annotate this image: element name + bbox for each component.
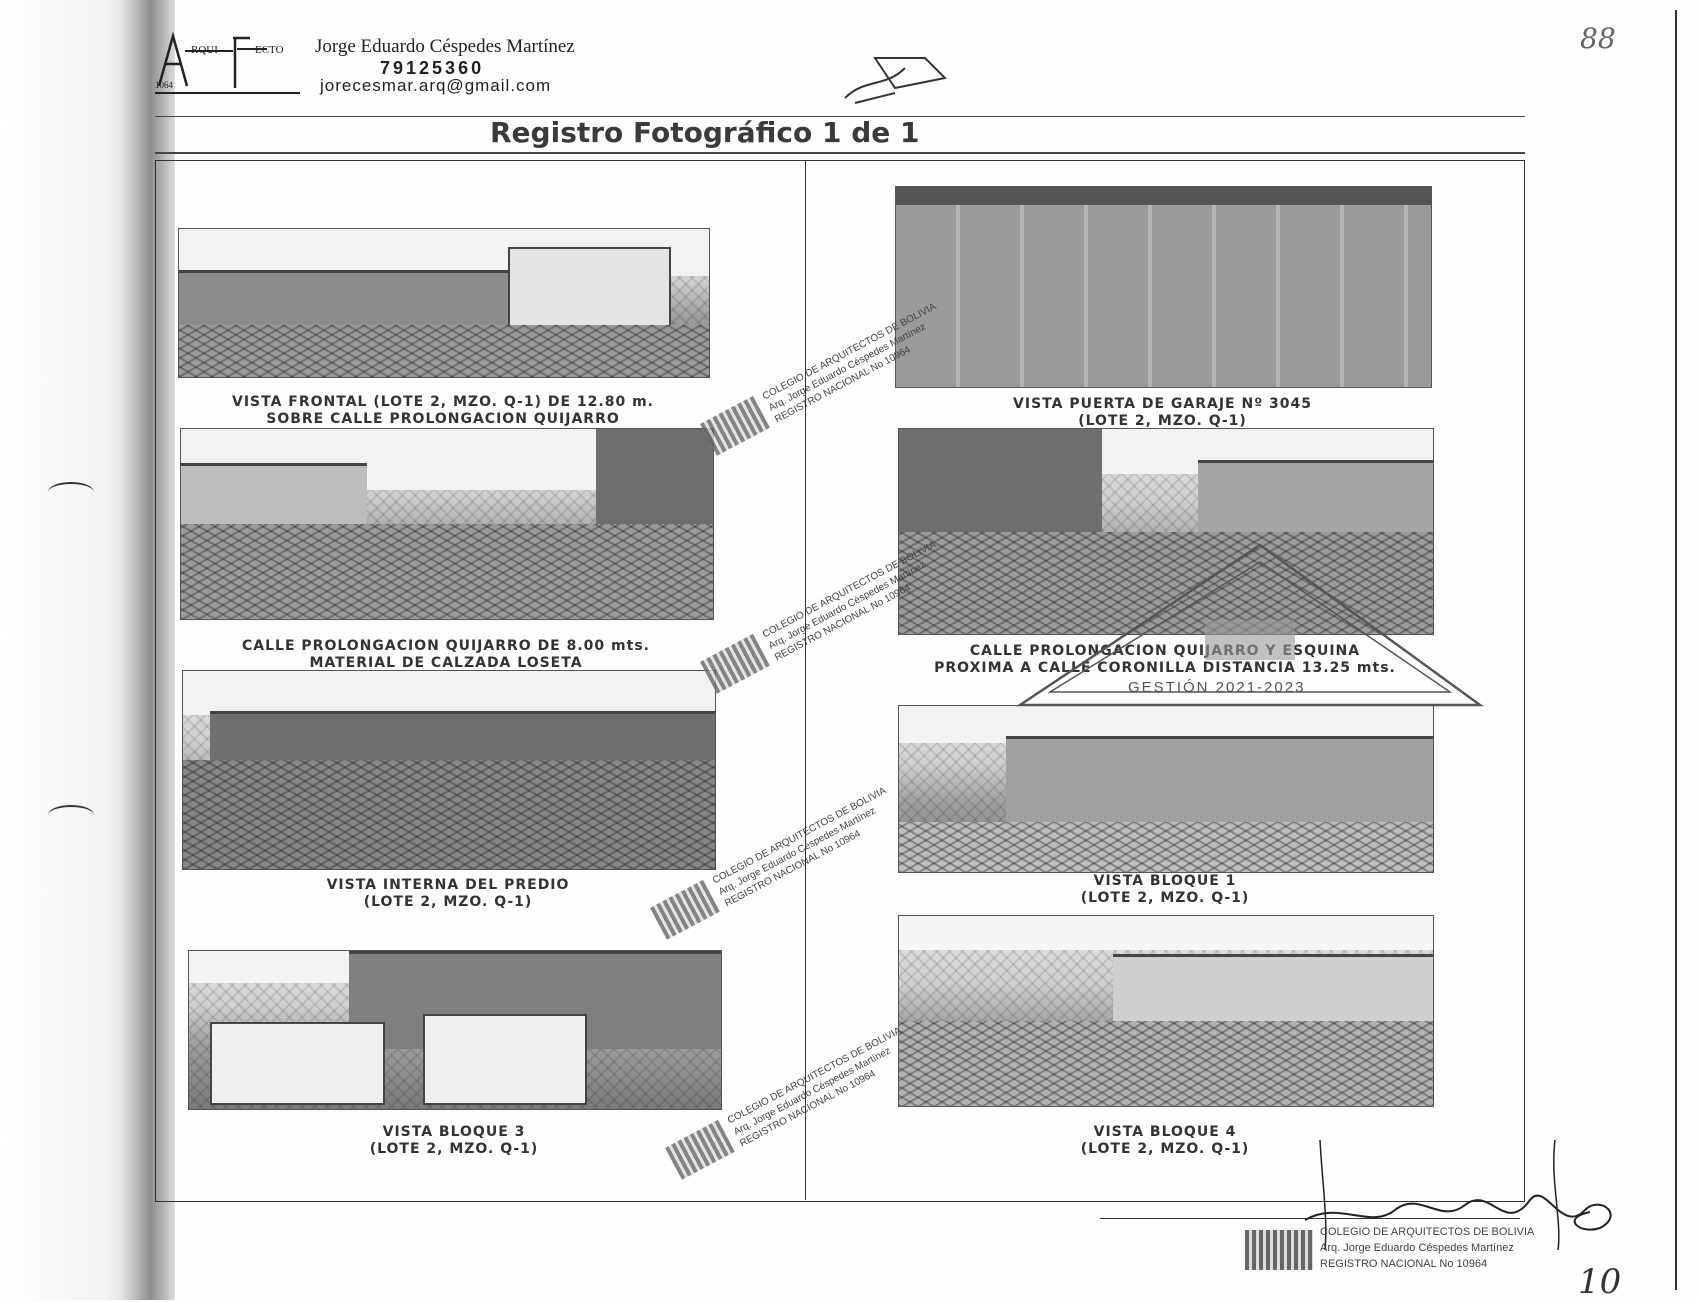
scan-binding-shadow bbox=[120, 0, 175, 1300]
header-rule bbox=[155, 116, 1525, 117]
page-number: 88 bbox=[1580, 22, 1616, 55]
punch-hole bbox=[48, 482, 94, 502]
title-rule bbox=[155, 152, 1525, 154]
photo-street-view bbox=[180, 428, 714, 620]
photo-garage-door bbox=[895, 186, 1432, 388]
seal-period-text: GESTIÓN 2021-2023 bbox=[1128, 679, 1306, 696]
logo-text-right: ECTO bbox=[255, 44, 284, 56]
photo-caption: VISTA BLOQUE 4(LOTE 2, MZO. Q-1) bbox=[1080, 1124, 1250, 1157]
scan-shadow bbox=[0, 0, 175, 1300]
sketch-icon bbox=[844, 57, 948, 104]
handwritten-signature bbox=[1304, 1140, 1612, 1250]
photo-caption: VISTA PUERTA DE GARAJE Nº 3045(LOTE 2, M… bbox=[1013, 396, 1312, 429]
photo-caption: VISTA BLOQUE 3(LOTE 2, MZO. Q-1) bbox=[369, 1124, 539, 1157]
photo-street-corner bbox=[898, 428, 1434, 635]
signature-stamp: COLEGIO DE ARQUITECTOS DE BOLIVIA Arq. J… bbox=[1320, 1226, 1535, 1270]
letterhead: RQUI ECTO 1064 Jorge Eduardo Céspedes Ma… bbox=[155, 20, 1616, 117]
email-address: jorecesmar.arq@gmail.com bbox=[320, 76, 552, 95]
architect-logo bbox=[155, 31, 300, 94]
photo-interior-property bbox=[182, 670, 716, 870]
page-title: Registro Fotográfico 1 de 1 bbox=[490, 116, 920, 149]
column-divider bbox=[805, 160, 806, 1200]
photo-block-1 bbox=[898, 705, 1434, 873]
photo-grid-frame bbox=[155, 160, 1525, 1202]
photo-front-view bbox=[178, 228, 710, 378]
photo-block-3 bbox=[188, 950, 722, 1110]
page-edge bbox=[1675, 10, 1677, 1290]
triangle-seal bbox=[1015, 543, 1484, 707]
signature-stamp-emblem bbox=[1245, 1230, 1313, 1270]
logo-number: 1064 bbox=[155, 80, 173, 90]
photo-caption: VISTA FRONTAL (LOTE 2, MZO. Q-1) DE 12.8… bbox=[232, 394, 654, 427]
photo-caption: VISTA BLOQUE 1(LOTE 2, MZO. Q-1) bbox=[1080, 873, 1250, 906]
architect-name: Jorge Eduardo Céspedes Martínez bbox=[315, 36, 575, 57]
photo-block-4 bbox=[898, 915, 1434, 1107]
phone-number: 79125360 bbox=[380, 58, 485, 78]
logo-text-left: RQUI bbox=[191, 44, 218, 56]
folio-number: 10 bbox=[1578, 1262, 1622, 1302]
punch-hole bbox=[48, 805, 94, 825]
photo-caption: VISTA INTERNA DEL PREDIO(LOTE 2, MZO. Q-… bbox=[326, 877, 570, 910]
photo-caption: CALLE PROLONGACION QUIJARRO DE 8.00 mts.… bbox=[242, 638, 650, 671]
